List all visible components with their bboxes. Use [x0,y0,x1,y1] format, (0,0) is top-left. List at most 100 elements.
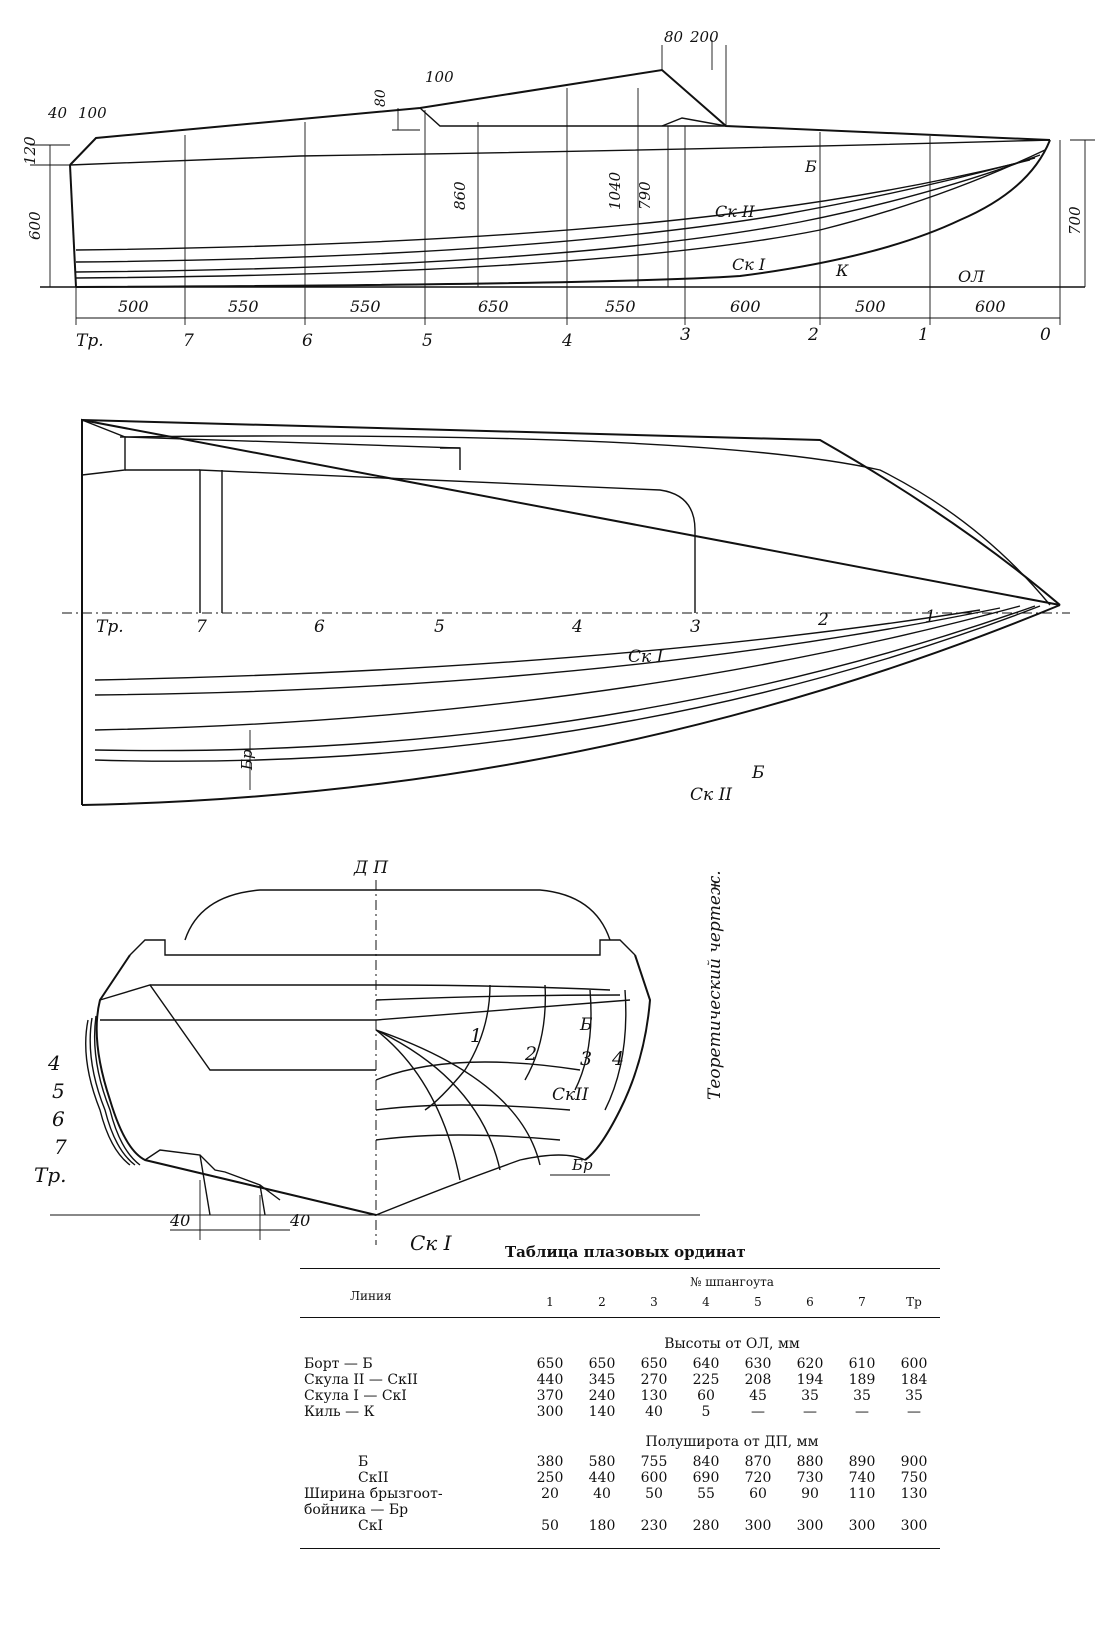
side-label-k: К [835,261,849,280]
side-station-7: 7 [183,331,194,351]
dim-80-a: 80 [373,89,389,107]
table-cell: 345 [588,1372,616,1388]
plan-station-tr: Тр. [96,617,124,637]
table-cell: 640 [692,1356,720,1372]
plan-station-5: 5 [434,617,445,637]
table-cell: 240 [588,1388,616,1404]
table-cell: — [907,1404,921,1420]
row-label: Б [358,1454,369,1470]
table-cell: 755 [640,1454,668,1470]
frame-header: 3 [650,1295,658,1309]
side-station-0: 0 [1040,325,1051,345]
body-left-4: 4 [47,1051,61,1075]
frame-header: 6 [806,1295,814,1309]
table-cell: 300 [900,1518,928,1534]
body-label-sk2: СкII [552,1085,589,1105]
table-cell [524,1502,576,1518]
plan-label-sk1: Ск I [628,647,664,667]
table-cell: 225 [692,1372,720,1388]
table-cell: 740 [848,1470,876,1486]
plan-station-1: 1 [925,607,936,627]
body-dim-40-b: 40 [289,1211,310,1230]
body-right-1: 1 [470,1025,482,1047]
side-station-1: 1 [918,325,929,345]
height-700: 700 [1066,206,1084,235]
table-cell: 60 [697,1388,715,1404]
body-right-4: 4 [611,1048,624,1070]
table-cell [888,1502,940,1518]
height-790: 790 [636,181,654,210]
height-120: 120 [21,136,39,165]
table-title: Таблица плазовых ординат [505,1243,746,1261]
row-label: СкII [358,1470,389,1486]
row-label: СкI [358,1518,383,1534]
table-cell: 110 [848,1486,876,1502]
table-cell: 610 [848,1356,876,1372]
table-cell: 900 [900,1454,928,1470]
table-cell: 60 [749,1486,767,1502]
table-cell: 890 [848,1454,876,1470]
table-cell: 35 [801,1388,819,1404]
spacing-5: 550 [605,297,636,316]
table-cell: 5 [701,1404,711,1420]
body-right-2: 2 [524,1043,537,1065]
spacing-2: 550 [228,297,259,316]
dim-100-a: 100 [78,104,107,122]
table-cell: 750 [900,1470,928,1486]
table-cell: 40 [593,1486,611,1502]
table-cell: 620 [796,1356,824,1372]
row-label: Скула I — СкI [304,1388,407,1404]
section-halfbreadths: Полуширота от ДП, мм [645,1434,819,1450]
table-cell: 600 [640,1470,668,1486]
body-label-b: Б [579,1015,593,1035]
table-cell: 370 [536,1388,564,1404]
height-600: 600 [26,211,44,240]
plan-view: Тр. 7 6 5 4 3 2 1 Ск I Ск II Б Бр [62,418,1070,806]
table-row: бойника — Бр [300,1502,940,1518]
plan-station-4: 4 [571,617,583,637]
body-left-7: 7 [54,1135,67,1159]
table-cell: 870 [744,1454,772,1470]
plan-label-br: Бр [238,749,256,771]
table-cell: 230 [640,1518,668,1534]
row-label: бойника — Бр [304,1502,409,1518]
table-cell: — [803,1404,817,1420]
side-label-b: Б [804,157,817,176]
side-view: 40 100 100 80 80 200 120 600 860 1040 79… [21,28,1095,351]
body-label-br: Бр [571,1156,593,1174]
side-station-4: 4 [561,331,573,351]
spacing-4: 650 [478,297,509,316]
table-cell [784,1502,836,1518]
table-cell: 630 [744,1356,772,1372]
spacing-1: 500 [118,297,149,316]
dim-40: 40 [47,104,68,122]
spacing-8: 600 [975,297,1006,316]
table-cell [576,1502,628,1518]
plan-label-b: Б [751,763,765,783]
table-cell: 184 [900,1372,928,1388]
frame-header: Тр [906,1295,922,1309]
row-label: Скула II — СкII [304,1372,418,1388]
height-860: 860 [451,181,469,210]
drawing-caption: Теоретический чертеж. [705,870,725,1100]
body-dim-40-a: 40 [169,1211,190,1230]
table-cell: 90 [801,1486,819,1502]
table-cell: 20 [541,1486,559,1502]
body-left-6: 6 [52,1107,65,1131]
side-label-ol: ОЛ [958,267,985,286]
col-frames-header: № шпангоута [690,1275,774,1289]
table-cell: 380 [536,1454,564,1470]
table-cell: 40 [645,1404,663,1420]
body-plan: Д П Теоретический чертеж. 4 5 6 7 Тр. 1 … [34,858,725,1255]
side-station-5: 5 [422,331,433,351]
dim-80-b: 80 [664,28,684,46]
body-label-sk1: Ск I [410,1231,453,1255]
frame-header: 1 [546,1295,554,1309]
